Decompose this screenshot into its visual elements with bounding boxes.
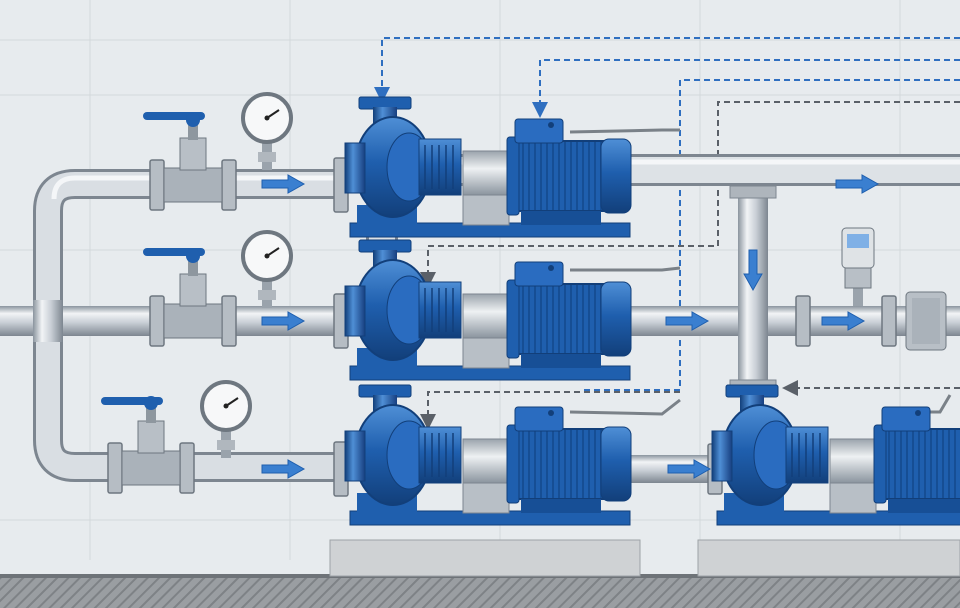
centrifugal-pump-icon (344, 96, 632, 238)
flow-arrow-icon (821, 311, 866, 331)
signal-line-1 (374, 37, 960, 103)
pump-4 (711, 384, 960, 526)
centrifugal-pump-icon (344, 384, 632, 526)
pump-1 (344, 96, 632, 238)
gauge-1 (241, 92, 293, 170)
flow-arrow-icon (261, 459, 306, 479)
flow-arrow-icon (261, 311, 306, 331)
valve-3[interactable] (101, 396, 181, 486)
valve-1[interactable] (143, 112, 223, 203)
signal-line-4 (420, 101, 960, 288)
flow-arrow-icon (835, 174, 880, 194)
centrifugal-pump-icon (711, 384, 960, 526)
control-signal-lines (374, 37, 960, 430)
flow-arrows (261, 174, 880, 479)
flow-arrow-icon (665, 311, 710, 331)
ball-valve-icon (143, 112, 223, 203)
signal-line-5 (420, 391, 680, 430)
gauge-3 (200, 380, 252, 458)
centrifugal-pump-icon (344, 239, 632, 381)
signal-line-2 (532, 59, 960, 118)
pump-2 (344, 239, 632, 381)
pressure-gauge-icon (200, 380, 252, 458)
ball-valve-icon (101, 396, 181, 486)
concrete-base-2 (697, 539, 960, 577)
flow-arrow-icon (667, 459, 712, 479)
pressure-transmitter (841, 227, 875, 306)
pumps-layer (344, 96, 960, 526)
valve-2[interactable] (143, 248, 223, 339)
concrete-base-1 (329, 539, 641, 577)
pressure-gauge-icon (241, 92, 293, 170)
pump-3 (344, 384, 632, 526)
ball-valve-icon (143, 248, 223, 339)
signal-line-3 (580, 79, 960, 391)
flow-arrow-icon (261, 174, 306, 194)
check-valve (905, 291, 947, 351)
ground-floor (0, 576, 960, 608)
gauge-2 (241, 230, 293, 308)
pressure-gauge-icon (241, 230, 293, 308)
flow-arrow-icon (743, 249, 763, 292)
pressure-transmitter-icon (841, 227, 875, 306)
